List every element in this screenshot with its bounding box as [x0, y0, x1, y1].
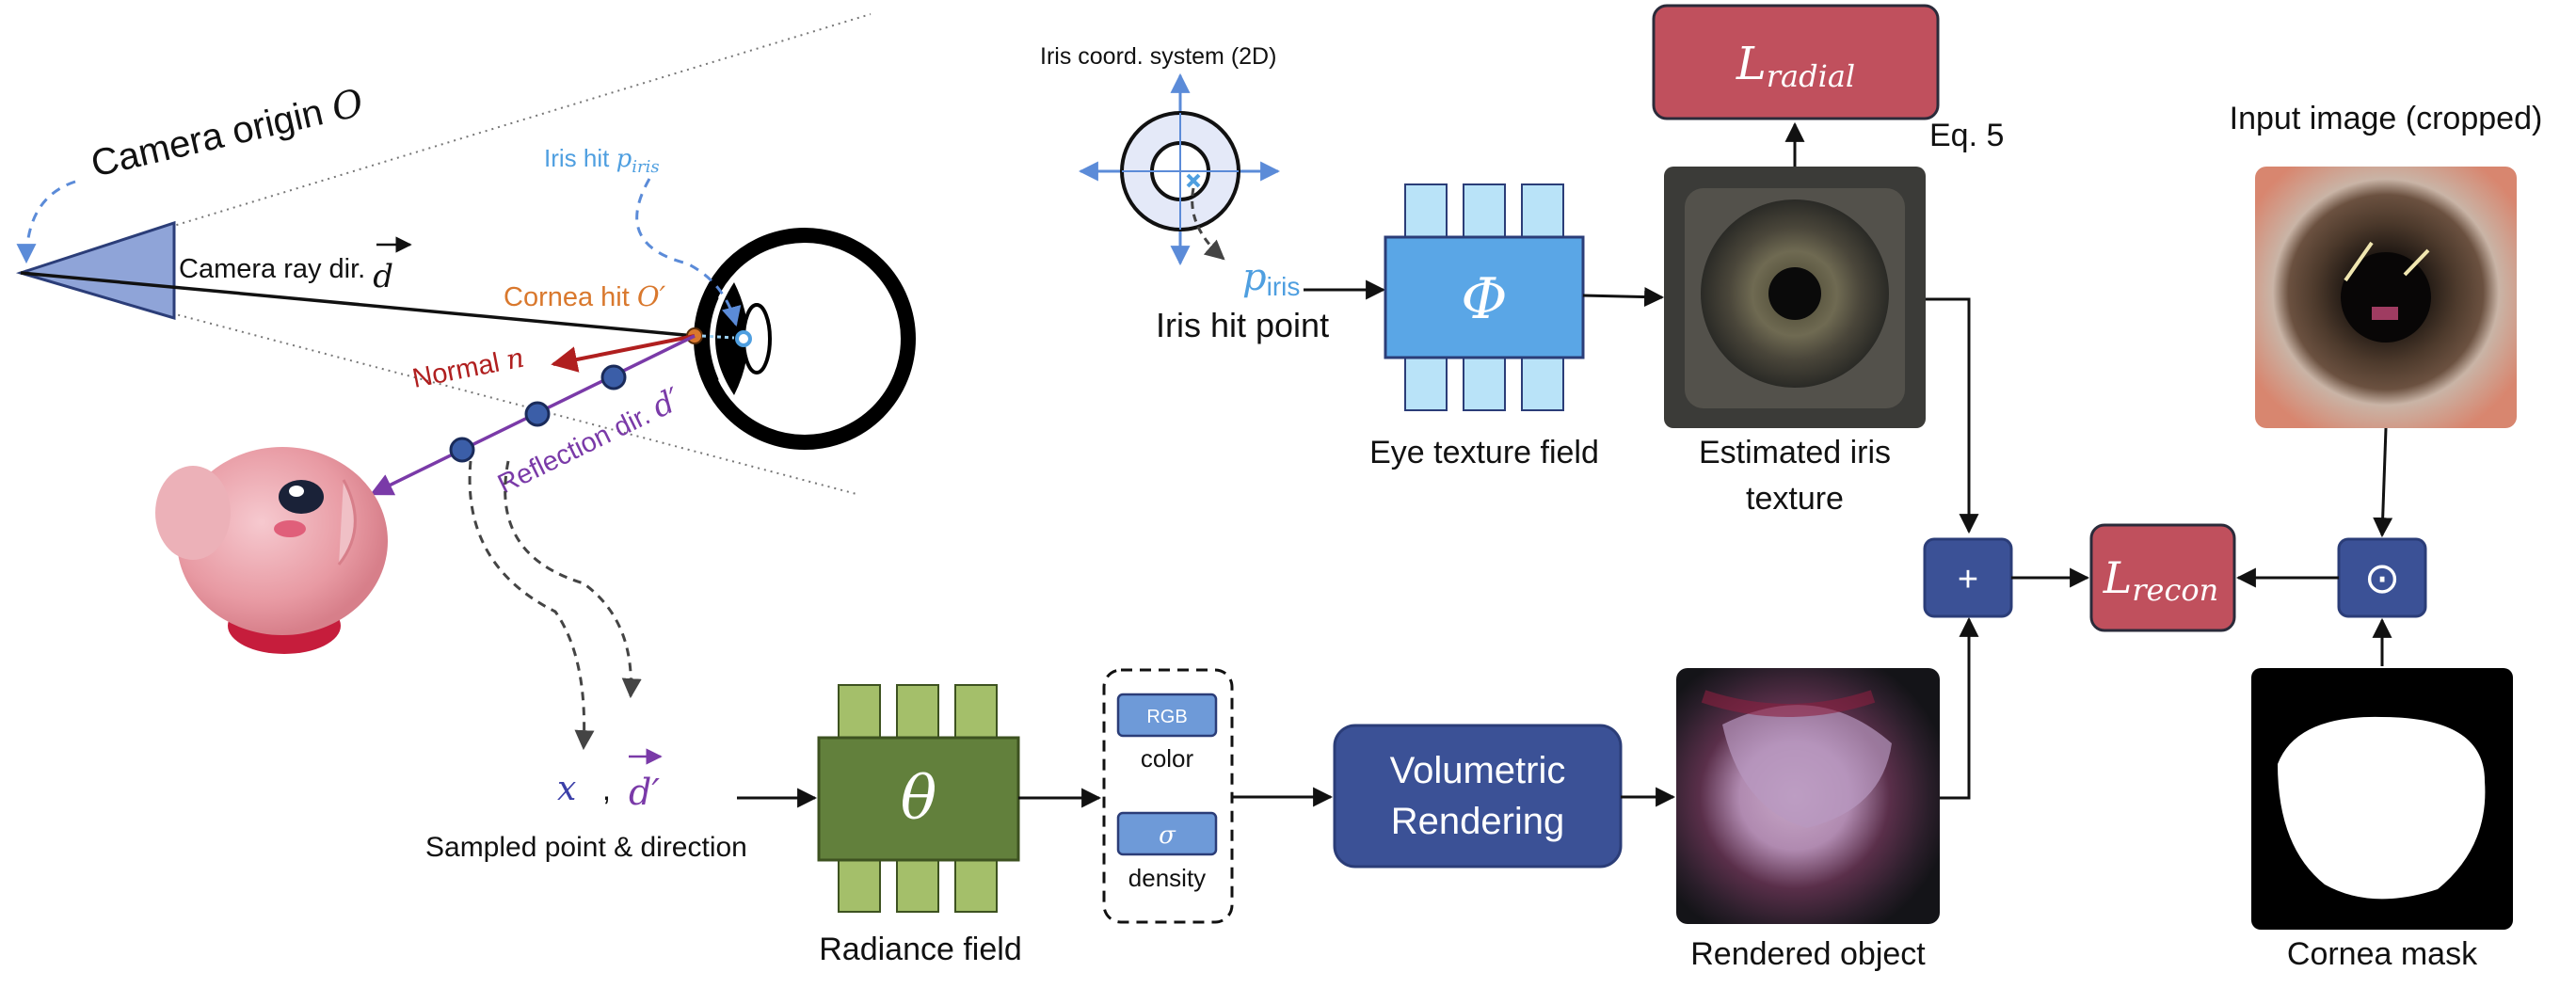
sigma-label: σ: [1159, 821, 1176, 850]
iris-texture-caption-line2: texture: [1746, 481, 1844, 517]
sample-arrow-x: [468, 460, 595, 751]
l-radial-box: [1652, 4, 1940, 120]
sample-comma: ,: [602, 773, 611, 806]
theta-symbol: θ: [901, 764, 937, 834]
cornea-hit-label: Cornea hit O′: [504, 280, 666, 312]
input-image-panel: Input image (cropped): [2230, 101, 2543, 538]
iris-hit-point-caption: Iris hit point: [1156, 306, 1329, 344]
input-to-odot-arrow: [2373, 427, 2393, 538]
iris-point-cross-icon: [1186, 173, 1201, 188]
rgb-chip: [1116, 693, 1218, 738]
sample-point-1: [600, 364, 627, 390]
cornea-mask-panel: Cornea mask: [2251, 617, 2513, 972]
radiance-field: θ Radiance field: [817, 684, 1102, 967]
input-image-caption: Input image (cropped): [2230, 101, 2543, 136]
eq-5-label: Eq. 5: [1929, 118, 2004, 153]
normal-label: Normal n: [409, 342, 526, 394]
plus-symbol: +: [1958, 560, 1978, 599]
sampled-caption: Sampled point & direction: [425, 832, 747, 863]
l-recon-loss: Lrecon: [2089, 523, 2236, 632]
radiance-field-caption: Radiance field: [819, 932, 1021, 967]
rgb-label: RGB: [1146, 707, 1187, 727]
iris-hit-pointer: [635, 178, 742, 327]
sample-arrow-d: [504, 460, 642, 699]
phi-to-texture-arrow: [1582, 287, 1665, 308]
camera-origin-pointer: [16, 180, 76, 264]
p-iris-symbol: piris: [1242, 256, 1300, 301]
texture-to-plus-arrow: [1926, 297, 1979, 534]
theta-network-box: [817, 736, 1020, 862]
mask-multiply-node: ⊙: [2235, 537, 2427, 618]
render-to-plus-arrow: [1940, 616, 1979, 800]
iris-hit-label: Iris hit piris: [544, 144, 660, 177]
volumetric-rendering: Volumetric Rendering: [1333, 724, 1676, 868]
iris-hit-point: [735, 330, 752, 347]
reflection-label: Reflection dir. d′: [490, 380, 686, 501]
iris-point-pointer: [1191, 187, 1225, 261]
iris-coord-title: Iris coord. system (2D): [1040, 43, 1276, 70]
density-caption: density: [1128, 864, 1206, 892]
rendered-object-caption: Rendered object: [1690, 936, 1926, 972]
l-recon-box: [2089, 523, 2236, 632]
kirby-object-image: [155, 447, 388, 654]
normal-vector: [551, 334, 696, 373]
odot-symbol: ⊙: [2364, 553, 2401, 602]
iris-texture-caption-line1: Estimated iris: [1699, 435, 1891, 470]
sample-dprime-symbol: d′: [629, 772, 660, 813]
radiance-outputs: RGB color σ density: [1102, 668, 1334, 924]
sample-x-symbol: x: [557, 770, 576, 808]
sample-point-3: [449, 437, 475, 463]
ray-into-eye: [701, 334, 735, 340]
sigma-chip: [1116, 811, 1218, 856]
camera-frustum-icon: [15, 220, 176, 321]
eye-texture-field: Φ Eye texture field: [1369, 183, 1665, 470]
l-recon-label: Lrecon: [2103, 552, 2219, 608]
eye-texture-field-caption: Eye texture field: [1369, 435, 1599, 470]
volumetric-box: [1333, 724, 1623, 868]
cornea-mask-caption: Cornea mask: [2287, 936, 2478, 972]
cornea-mask-shape: [2278, 716, 2486, 900]
l-radial-label: Lradial: [1736, 38, 1855, 94]
camera-geometry: Camera origin O Camera ray dir. d Cornea…: [15, 13, 916, 863]
phi-network-box: [1384, 235, 1585, 359]
sum-node: +: [1923, 537, 2090, 618]
sample-point-2: [524, 401, 551, 427]
rendered-object: Rendered object: [1676, 616, 1979, 972]
color-caption: color: [1141, 744, 1194, 773]
l-radial-loss: Lradial Eq. 5: [1652, 4, 2004, 153]
camera-origin-label: Camera origin O: [88, 81, 368, 185]
camera-ray: [20, 271, 696, 338]
phi-symbol: Φ: [1461, 266, 1507, 332]
iris-coordinate-system: Iris coord. system (2D) piris Iris hit p…: [1040, 43, 1386, 344]
estimated-iris-texture: Estimated iris texture: [1664, 121, 1979, 534]
volumetric-line1: Volumetric: [1390, 750, 1566, 791]
volumetric-line2: Rendering: [1391, 801, 1565, 842]
camera-ray-label: Camera ray dir. d: [179, 254, 393, 295]
